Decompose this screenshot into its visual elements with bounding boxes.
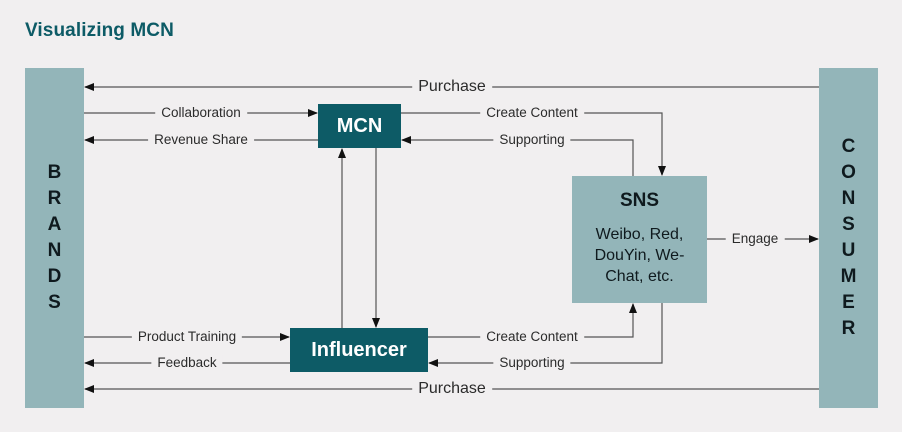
- diagram-title: Visualizing MCN: [25, 20, 174, 41]
- edge-label-purchase-top: Purchase: [412, 79, 492, 95]
- influencer-node: Influencer: [290, 328, 428, 372]
- edge-label-purchase-bottom: Purchase: [412, 381, 492, 397]
- edge-label-feedback: Feedback: [151, 355, 223, 371]
- edge-label-product-training: Product Training: [131, 329, 243, 345]
- edge-label-mcn-supporting: Supporting: [493, 132, 571, 148]
- sns-node: SNS Weibo, Red, DouYin, We- Chat, etc.: [572, 176, 707, 303]
- edge-label-collaboration: Collaboration: [155, 105, 247, 121]
- edge-label-inf-create-content: Create Content: [480, 329, 584, 345]
- mcn-node: MCN: [318, 104, 401, 148]
- sns-platforms: Weibo, Red, DouYin, We- Chat, etc.: [594, 226, 685, 285]
- edge-label-engage: Engage: [725, 231, 785, 247]
- edge-label-inf-supporting: Supporting: [493, 355, 571, 371]
- edge-label-revenue-share: Revenue Share: [148, 132, 254, 148]
- brands-panel: B R A N D S: [25, 68, 84, 408]
- brands-label: B R A N D S: [47, 162, 62, 313]
- consumer-label: C O N S U M E R: [840, 136, 857, 339]
- edge-mcn-supporting: [401, 136, 634, 176]
- consumer-panel: C O N S U M E R: [819, 68, 878, 408]
- sns-title: SNS: [619, 190, 660, 211]
- edge-label-mcn-create-content: Create Content: [480, 105, 584, 121]
